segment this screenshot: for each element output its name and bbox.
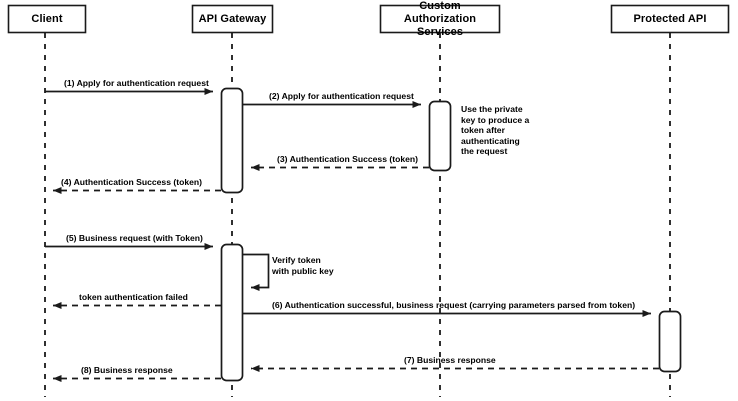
message-label-7: (7) Business response: [404, 355, 496, 365]
participant-box-custom-auth[interactable]: [379, 4, 501, 34]
message-label-3: (3) Authentication Success (token): [277, 154, 419, 164]
activation-api-gateway-auth: [220, 87, 244, 194]
self-message-line-1: Verify token: [272, 255, 321, 265]
participant-box-api-gateway[interactable]: [191, 4, 274, 34]
note-line-5: the request: [461, 146, 508, 156]
self-message-label-verify-token: Verify token with public key: [272, 255, 334, 276]
message-label-token-auth-failed: token authentication failed: [79, 292, 188, 302]
participant-box-client[interactable]: [7, 4, 87, 34]
self-message-line-2: with public key: [272, 265, 334, 276]
message-label-2: (2) Apply for authentication request: [269, 91, 414, 101]
note-line-1: Use the private: [461, 104, 523, 114]
participant-box-protected-api[interactable]: [610, 4, 730, 34]
activation-api-gateway-business: [220, 243, 244, 382]
activation-protected-api: [658, 310, 682, 373]
note-custom-auth-private-key: Use the private key to produce a token a…: [461, 104, 531, 157]
message-label-5: (5) Business request (with Token): [66, 233, 203, 243]
activation-custom-auth: [428, 100, 452, 172]
self-message-verify-token[interactable]: [243, 253, 270, 292]
message-label-4: (4) Authentication Success (token): [61, 177, 203, 187]
note-line-4: authenticating: [461, 135, 520, 146]
message-label-6: (6) Authentication successful, business …: [272, 300, 636, 310]
message-label-1: (1) Apply for authentication request: [64, 78, 209, 88]
note-line-2: key to produce a: [461, 114, 530, 125]
note-line-3: token after: [461, 125, 505, 135]
message-label-8: (8) Business response: [81, 365, 173, 375]
